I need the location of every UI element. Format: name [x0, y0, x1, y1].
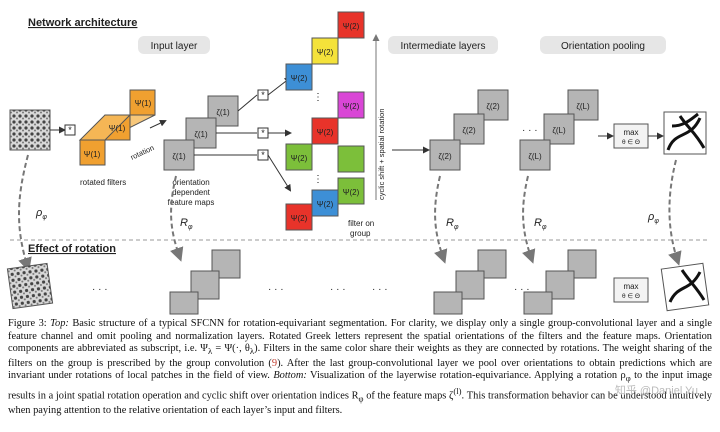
- rotated-layer2-maps: [433, 249, 507, 315]
- max-sub-label: θ ∈ Θ: [622, 139, 640, 146]
- heading-network: Network architecture: [28, 17, 137, 29]
- intermediate-label: Intermediate layers: [400, 41, 485, 52]
- group-filters: Ψ(2) Ψ(2) Ψ(2) Ψ(2) Ψ(2) Ψ(2) Ψ(2) Ψ(2) …: [285, 11, 365, 231]
- svg-text:ρφ: ρφ: [647, 211, 659, 225]
- layerL-feature-maps: ζ(L) ζ(L) ζ(L): [519, 89, 599, 171]
- svg-text:Ψ(2): Ψ(2): [343, 102, 360, 111]
- svg-text:Ψ(2): Ψ(2): [343, 22, 360, 31]
- pooling-pill: [540, 36, 666, 54]
- intermediate-pill: [388, 36, 498, 54]
- svg-text:Ψ(1): Ψ(1): [135, 99, 152, 108]
- input-layer-pill: [138, 36, 210, 54]
- filter-on-group-line1: filter on: [348, 219, 374, 228]
- svg-text:max: max: [623, 282, 638, 291]
- conv-operator: [64, 124, 76, 136]
- pooling-label: Orientation pooling: [561, 41, 645, 52]
- psi2-1-label: Ψ(2): [291, 214, 308, 223]
- svg-text:Ψ(1): Ψ(1): [109, 124, 126, 133]
- rotated-layer1-maps: [169, 249, 241, 315]
- svg-text:· · ·: · · ·: [330, 284, 346, 295]
- input-layer-label: Input layer: [151, 41, 198, 52]
- svg-text:Ψ(2): Ψ(2): [317, 48, 334, 57]
- zeta1-label: ζ(1): [172, 152, 186, 161]
- svg-text:*: *: [261, 90, 265, 100]
- svg-text:Ψ(2): Ψ(2): [343, 188, 360, 197]
- svg-text:· · ·: · · ·: [268, 284, 284, 295]
- input-image: [9, 109, 51, 151]
- layer2-feature-maps: ζ(2) ζ(2) ζ(2): [429, 89, 509, 171]
- svg-text:ζ(1): ζ(1): [216, 108, 230, 117]
- svg-text:Rφ: Rφ: [534, 217, 547, 231]
- svg-text:group: group: [350, 229, 371, 238]
- svg-text:· · ·: · · ·: [92, 284, 108, 295]
- rotated-layerL-maps: [523, 249, 597, 315]
- svg-text:Ψ(2): Ψ(2): [317, 128, 334, 137]
- heading-effect: Effect of rotation: [28, 243, 116, 255]
- cyclic-shift-label: cyclic shift + spatial rotation: [377, 109, 386, 201]
- svg-text:ζ(L): ζ(L): [576, 102, 590, 111]
- rotated-input-image: [6, 262, 54, 310]
- svg-text:*: *: [68, 125, 72, 135]
- svg-text:dependent: dependent: [172, 188, 211, 197]
- svg-text:Rφ: Rφ: [180, 217, 193, 231]
- figure-caption: Figure 3: Top: Basic structure of a typi…: [8, 318, 712, 417]
- orientation-maps-line1: orientation: [172, 178, 209, 187]
- svg-text:ζ(1): ζ(1): [194, 130, 208, 139]
- zeta2-label: ζ(2): [438, 152, 452, 161]
- rotated-filters-stack: Ψ(1) Ψ(1) Ψ(1): [78, 89, 156, 166]
- svg-text:Rφ: Rφ: [446, 217, 459, 231]
- psi1-label: Ψ(1): [84, 150, 101, 159]
- svg-text:θ ∈ Θ: θ ∈ Θ: [622, 293, 640, 300]
- max-label: max: [623, 128, 638, 137]
- svg-text:· · ·: · · ·: [514, 284, 530, 295]
- svg-text:ζ(L): ζ(L): [552, 126, 566, 135]
- svg-text:ζ(2): ζ(2): [486, 102, 500, 111]
- svg-text:*: *: [261, 150, 265, 160]
- svg-text:ζ(2): ζ(2): [462, 126, 476, 135]
- rotated-filters-label: rotated filters: [80, 178, 126, 187]
- svg-text:⋮: ⋮: [313, 174, 323, 185]
- max-pool-box-bottom: [613, 277, 649, 303]
- zetaL-label: ζ(L): [528, 152, 542, 161]
- rho-left: ρφ: [35, 207, 47, 221]
- svg-text:feature maps: feature maps: [168, 198, 215, 207]
- svg-text:⋮: ⋮: [313, 92, 323, 103]
- psi2-lambda-label: Ψ(2): [291, 74, 308, 83]
- architecture-diagram: Network architecture Effect of rotation …: [6, 11, 710, 315]
- ellipsis-mid: · · ·: [522, 125, 538, 136]
- psi2-2-label: Ψ(2): [291, 154, 308, 163]
- rotation-label: rotation: [129, 143, 155, 162]
- svg-text:· · ·: · · ·: [372, 284, 388, 295]
- svg-text:*: *: [261, 128, 265, 138]
- watermark: 知乎 @Daniel Yu: [614, 385, 698, 397]
- svg-text:Ψ(2): Ψ(2): [317, 200, 334, 209]
- citation-link[interactable]: 9: [271, 357, 278, 369]
